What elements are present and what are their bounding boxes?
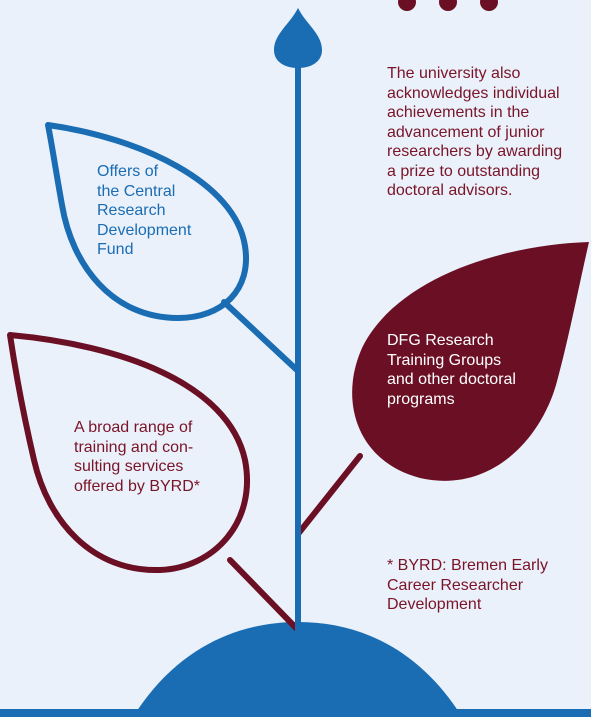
dot-2 bbox=[439, 0, 457, 11]
leaf-dfg-groups bbox=[352, 242, 589, 481]
byrd-footnote: * BYRD: Bremen Early Career Researcher D… bbox=[387, 557, 548, 613]
decorative-dots bbox=[398, 0, 498, 11]
dot-1 bbox=[398, 0, 416, 11]
leaf-central-fund bbox=[45, 122, 249, 321]
byrd-services-label: A broad range of training and con- sulti… bbox=[74, 419, 200, 495]
branch-lower-left bbox=[227, 557, 301, 633]
dfg-groups-label: DFG Research Training Groups and other d… bbox=[387, 332, 516, 408]
acknowledgement-text: The university also acknowledges individ… bbox=[387, 65, 563, 199]
central-fund-label: Offers of the Central Research Developme… bbox=[97, 163, 192, 258]
branch-right bbox=[295, 453, 363, 537]
leaf-byrd-services bbox=[7, 332, 250, 574]
ground-line bbox=[0, 709, 591, 717]
top-bud bbox=[274, 8, 322, 68]
branch-upper-left bbox=[221, 299, 301, 374]
dot-3 bbox=[480, 0, 498, 11]
